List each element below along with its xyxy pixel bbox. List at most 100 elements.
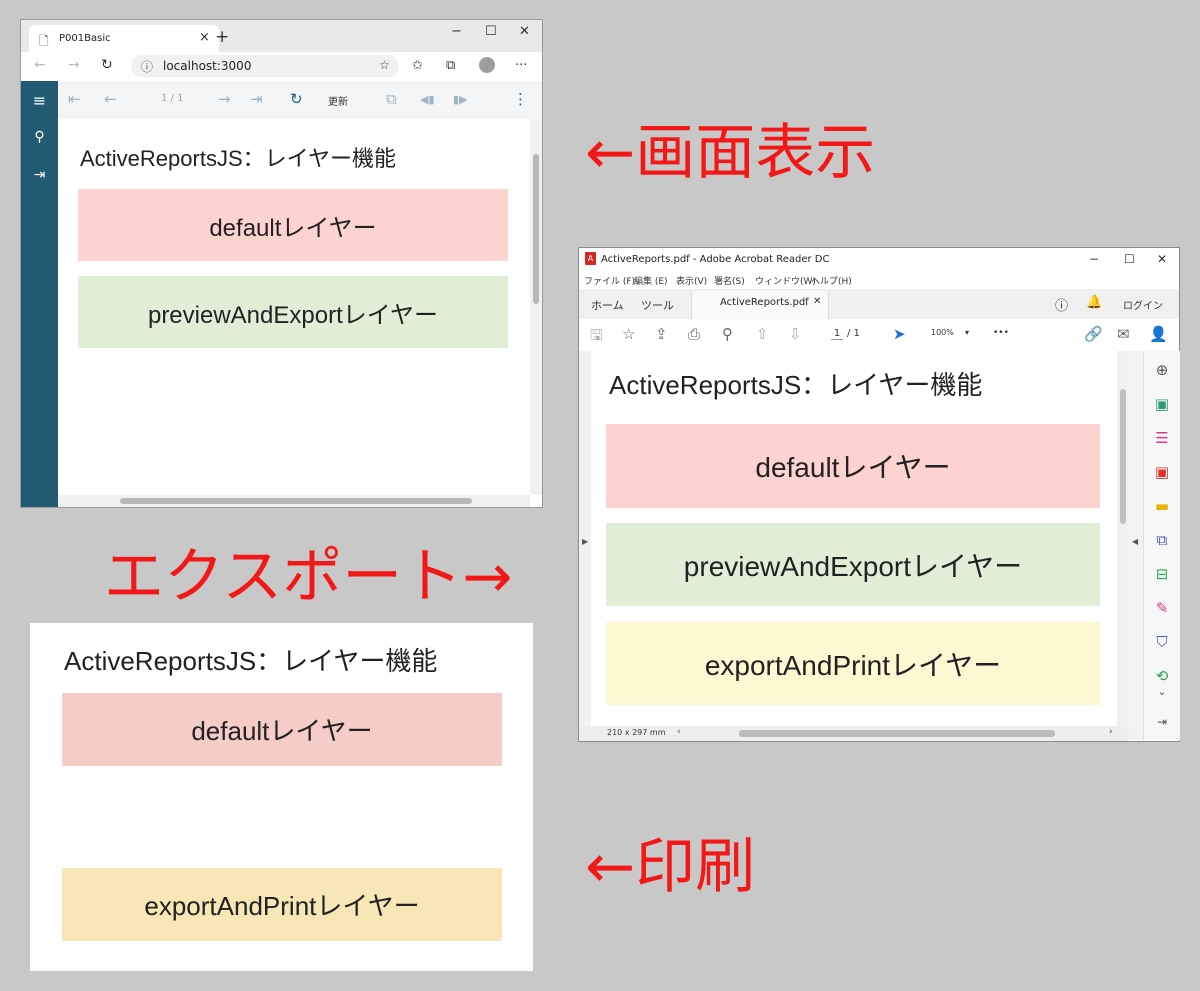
back-icon[interactable]: ← xyxy=(34,57,46,73)
info-icon[interactable]: ⓘ xyxy=(141,60,154,74)
menu-sign[interactable]: 署名(S) xyxy=(714,277,745,287)
horizontal-scrollbar[interactable] xyxy=(58,495,530,507)
pdf-icon: A xyxy=(585,252,596,265)
default-layer-band: defaultレイヤー xyxy=(62,693,502,766)
next-page-icon[interactable]: → xyxy=(218,90,231,108)
page-number-input[interactable]: 1 xyxy=(831,328,843,340)
report-title: ActiveReportsJS：レイヤー機能 xyxy=(80,146,396,171)
browser-tab[interactable]: 🗋 P001Basic × xyxy=(29,25,219,52)
viewer-sidebar: ≡ ⚲ ⇥ xyxy=(21,81,58,507)
profile-avatar[interactable] xyxy=(479,57,495,73)
tab-document[interactable]: ActiveReports.pdf ✕ xyxy=(691,291,829,319)
tab-tools[interactable]: ツール xyxy=(641,299,674,312)
zoom-search-icon[interactable]: ⚲ xyxy=(722,325,733,343)
favorites-icon[interactable]: ✩ xyxy=(412,58,423,73)
page-icon: 🗋 xyxy=(39,34,49,48)
chevron-down-icon[interactable]: ⌄ xyxy=(1157,685,1167,698)
tools-panel: ⊕ ▣ ☰ ▣ ▬ ⧉ ⊟ ✎ ⛉ ⟲ ⌄ ⇥ xyxy=(1143,351,1180,740)
tab-close-button[interactable]: × xyxy=(199,30,210,45)
maximize-button[interactable]: ☐ xyxy=(485,24,497,39)
menu-edit[interactable]: 編集 (E) xyxy=(634,277,668,287)
combine-files-icon[interactable]: ⧉ xyxy=(1156,531,1168,549)
add-user-icon[interactable]: 👤 xyxy=(1149,325,1168,343)
export-icon[interactable]: ⇥ xyxy=(33,167,46,183)
page-up-icon[interactable]: ⇧ xyxy=(756,325,769,343)
print-icon[interactable]: ⎙ xyxy=(688,325,701,343)
zoom-dropdown-icon[interactable]: ▾ xyxy=(965,328,970,337)
menu-help[interactable]: ヘルプ(H) xyxy=(811,277,852,287)
collapse-right-icon[interactable]: ◀ xyxy=(1132,537,1139,546)
refresh-button[interactable]: 更新 xyxy=(328,97,348,108)
more-options-icon[interactable]: ⋮ xyxy=(513,90,528,108)
address-field[interactable]: ⓘ localhost:3000 ☆ xyxy=(131,55,399,77)
close-window-button[interactable]: ✕ xyxy=(1157,252,1168,266)
fill-sign-icon[interactable]: ✎ xyxy=(1155,599,1169,617)
protect-icon[interactable]: ⛉ xyxy=(1156,633,1168,651)
translate-icon[interactable]: ⟲ xyxy=(1155,667,1169,685)
acrobat-window: A ActiveReports.pdf - Adobe Acrobat Read… xyxy=(578,247,1180,742)
email-icon[interactable]: ✉ xyxy=(1117,325,1130,343)
login-button[interactable]: ログイン xyxy=(1123,301,1163,312)
collections-icon[interactable]: ⧉ xyxy=(446,58,456,73)
forward-icon[interactable]: → xyxy=(68,57,80,73)
scroll-thumb[interactable] xyxy=(533,154,539,304)
scroll-left-icon[interactable]: ‹ xyxy=(677,727,681,737)
refresh-icon[interactable]: ↻ xyxy=(290,90,303,108)
history-back-icon[interactable]: ◀▮ xyxy=(420,93,435,106)
menu-window[interactable]: ウィンドウ(W) xyxy=(755,277,816,287)
zoom-in-icon[interactable]: ⊕ xyxy=(1155,361,1169,379)
maximize-button[interactable]: ☐ xyxy=(1124,252,1135,266)
acrobat-menu-bar: ファイル (F) 編集 (E) 表示(V) 署名(S) ウィンドウ(W) ヘルプ… xyxy=(579,272,1179,289)
more-icon[interactable]: ··· xyxy=(515,58,528,73)
fit-page-icon[interactable]: ⧉ xyxy=(386,90,397,108)
scroll-thumb[interactable] xyxy=(120,498,472,504)
create-pdf-icon[interactable]: ▣ xyxy=(1154,395,1170,413)
vertical-scrollbar[interactable] xyxy=(1117,351,1129,726)
bookmark-star-icon[interactable]: ☆ xyxy=(622,325,636,343)
help-icon[interactable]: ⓘ xyxy=(1055,299,1069,314)
report-title: ActiveReportsJS：レイヤー機能 xyxy=(64,646,438,676)
cloud-upload-icon[interactable]: ⇪ xyxy=(655,325,668,343)
minimize-button[interactable]: − xyxy=(451,24,462,39)
menu-file[interactable]: ファイル (F) xyxy=(584,277,636,287)
scroll-right-icon[interactable]: › xyxy=(1109,727,1113,737)
expand-left-icon[interactable]: ▶ xyxy=(582,537,589,546)
vertical-scrollbar[interactable] xyxy=(530,119,542,495)
scroll-thumb[interactable] xyxy=(1120,389,1126,524)
left-panel-toggle[interactable]: ▶ xyxy=(579,351,591,726)
tab-close-button[interactable]: ✕ xyxy=(813,296,822,307)
share-link-icon[interactable]: 🔗 xyxy=(1084,325,1103,343)
menu-view[interactable]: 表示(V) xyxy=(676,277,708,287)
favorite-add-icon[interactable]: ☆ xyxy=(379,58,390,72)
acrobat-title-bar: A ActiveReports.pdf - Adobe Acrobat Read… xyxy=(579,248,1179,272)
previous-page-icon[interactable]: ← xyxy=(104,90,117,108)
new-tab-button[interactable]: + xyxy=(215,27,230,47)
compress-icon[interactable]: ⊟ xyxy=(1155,565,1169,583)
minimize-button[interactable]: − xyxy=(1089,252,1100,266)
report-viewer: ≡ ⚲ ⇥ ⇤ ← 1 / 1 → ⇥ ↻ 更新 ⧉ ◀▮ ▮▶ ⋮ Activ… xyxy=(21,81,542,507)
menu-icon[interactable]: ≡ xyxy=(32,91,47,110)
organize-pages-icon[interactable]: ☰ xyxy=(1155,429,1169,447)
bell-icon[interactable]: 🔔 xyxy=(1086,295,1103,310)
save-icon[interactable]: 🖫 xyxy=(590,326,603,344)
more-tools-icon[interactable]: ••• xyxy=(993,328,1009,338)
acrobat-tab-bar: ホーム ツール ActiveReports.pdf ✕ ⓘ 🔔 ログイン xyxy=(579,289,1179,320)
reload-icon[interactable]: ↻ xyxy=(101,57,113,73)
close-window-button[interactable]: ✕ xyxy=(519,24,530,39)
comment-icon[interactable]: ▬ xyxy=(1154,497,1170,515)
page-down-icon[interactable]: ⇩ xyxy=(789,325,802,343)
search-icon[interactable]: ⚲ xyxy=(34,129,45,145)
tab-home[interactable]: ホーム xyxy=(591,299,624,312)
export-annotation: エクスポート→ xyxy=(104,542,513,612)
screen-display-annotation: ←画面表示 xyxy=(585,118,876,188)
right-panel-toggle[interactable]: ◀ xyxy=(1129,351,1143,740)
export-pdf-icon[interactable]: ▣ xyxy=(1154,463,1170,481)
collapse-panel-icon[interactable]: ⇥ xyxy=(1156,715,1168,729)
first-page-icon[interactable]: ⇤ xyxy=(68,90,81,108)
last-page-icon[interactable]: ⇥ xyxy=(250,90,263,108)
history-forward-icon[interactable]: ▮▶ xyxy=(453,93,468,106)
print-layer-band: exportAndPrintレイヤー xyxy=(606,622,1100,705)
horizontal-scroll-thumb[interactable] xyxy=(739,730,1055,737)
select-cursor-icon[interactable]: ➤ xyxy=(893,325,906,343)
zoom-select[interactable]: 100% xyxy=(931,328,954,337)
